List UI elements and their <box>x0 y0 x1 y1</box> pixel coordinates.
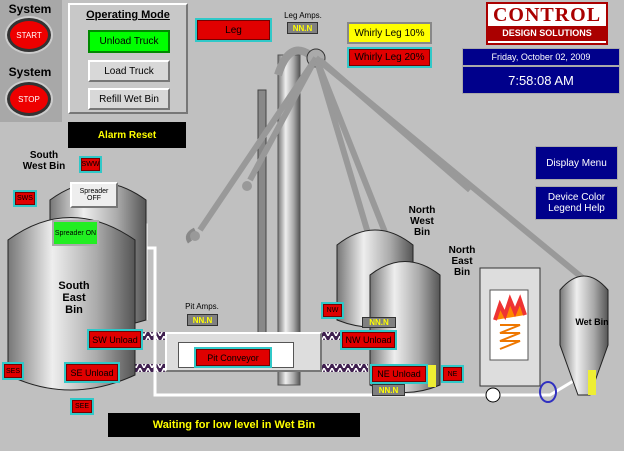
se-unload-button[interactable]: SE Unload <box>64 362 120 383</box>
system-label: System <box>8 65 52 79</box>
pit-conveyor-button[interactable]: Pit Conveyor <box>194 347 272 368</box>
pit-amps-value: NN.N <box>187 314 218 326</box>
date-display: Friday, October 02, 2009 <box>462 48 620 66</box>
valve-icon <box>485 387 501 403</box>
whirly-leg-20-button[interactable]: Whirly Leg 20% <box>347 47 432 68</box>
se-spreader-button[interactable]: Spreader ON <box>52 220 99 246</box>
device-color-legend-help-button[interactable]: Device Color Legend Help <box>535 186 618 220</box>
company-logo: CONTROL DESIGN SOLUTIONS <box>486 2 608 45</box>
south-west-bin-label: South West Bin <box>22 150 66 172</box>
stop-button[interactable]: STOP <box>7 82 51 116</box>
ne-tag[interactable]: NE <box>441 365 464 383</box>
wet-bin <box>559 275 609 396</box>
load-truck-button[interactable]: Load Truck <box>88 60 170 82</box>
sws-tag[interactable]: SWS <box>13 190 37 207</box>
display-menu-button[interactable]: Display Menu <box>535 146 618 180</box>
system-label: System <box>8 2 52 16</box>
whirly-leg-10-button[interactable]: Whirly Leg 10% <box>347 22 432 44</box>
ne-unload-button[interactable]: NE Unload <box>370 364 428 384</box>
nw-unload-button[interactable]: NW Unload <box>340 330 397 350</box>
leg-amps-label: Leg Amps. <box>284 11 322 20</box>
alarm-reset-button[interactable]: Alarm Reset <box>68 122 186 148</box>
ne-amps-value: NN.N <box>372 384 405 396</box>
wet-bin-label: Wet Bin <box>575 317 609 327</box>
unload-truck-button[interactable]: Unload Truck <box>88 30 170 53</box>
operating-mode-title: Operating Mode <box>86 9 170 21</box>
nw-amps-value: NN.N <box>362 317 396 328</box>
south-east-bin-label: South East Bin <box>58 280 90 317</box>
sww-tag[interactable]: SWW <box>79 156 102 173</box>
ses-tag[interactable]: SES <box>2 362 24 380</box>
leg-button[interactable]: Leg <box>195 18 272 42</box>
sw-spreader-button[interactable]: Spreader OFF <box>70 182 118 208</box>
north-west-bin-label: North West Bin <box>408 205 436 238</box>
sw-unload-button[interactable]: SW Unload <box>87 329 143 350</box>
status-message: Waiting for low level in Wet Bin <box>108 413 360 437</box>
start-button[interactable]: START <box>7 18 51 52</box>
north-east-bin-label: North East Bin <box>448 245 476 278</box>
nw-tag[interactable]: NW <box>321 302 344 319</box>
leg-amps-value: NN.N <box>287 22 318 34</box>
pit-amps-label: Pit Amps. <box>185 302 219 311</box>
see-tag[interactable]: SEE <box>70 398 94 415</box>
time-display: 7:58:08 AM <box>462 66 620 94</box>
refill-wet-bin-button[interactable]: Refill Wet Bin <box>88 88 170 110</box>
